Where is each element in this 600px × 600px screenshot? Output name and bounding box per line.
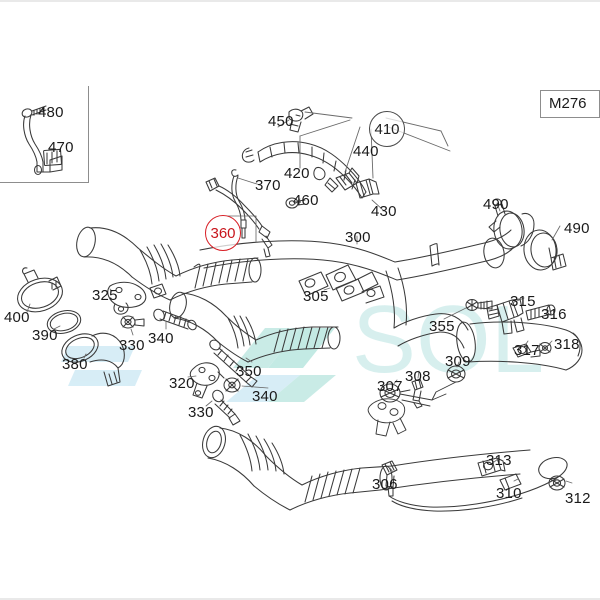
part-label-380: 380 (62, 356, 88, 373)
part-340-screw-b (217, 371, 241, 393)
part-400-clamp-ring (17, 267, 63, 313)
callout-410[interactable]: 410 (369, 111, 405, 147)
part-305-gasket (298, 264, 385, 304)
main-catalytic-converter-middle (169, 291, 341, 363)
part-316-bolt (525, 304, 556, 321)
model-label-text: M276 (549, 95, 587, 112)
part-label-318: 318 (554, 336, 580, 353)
part-label-330-a: 330 (119, 337, 145, 354)
part-label-315: 315 (510, 293, 536, 310)
part-318-nut (538, 341, 552, 355)
part-420-heat-shield (241, 141, 367, 199)
part-380-elbow-pipe (61, 332, 125, 387)
leader-lines (26, 119, 573, 484)
inset-part-470-bracket (23, 114, 63, 176)
part-label-460: 460 (293, 192, 319, 209)
part-490-clamp-a (488, 198, 535, 250)
part-label-370: 370 (255, 177, 281, 194)
upper-left-detail-box (0, 86, 89, 183)
part-315-hanger (486, 298, 525, 335)
part-label-310: 310 (496, 485, 522, 502)
part-label-390: 390 (32, 327, 58, 344)
part-label-300: 300 (345, 229, 371, 246)
part-label-309: 309 (445, 353, 471, 370)
part-490-clamp-b (523, 229, 567, 271)
main-catalytic-converter-lower (202, 425, 531, 511)
part-340-screw-a (153, 308, 197, 331)
part-label-350: 350 (236, 363, 262, 380)
part-label-490-b: 490 (564, 220, 590, 237)
inset-part-label-480: 480 (38, 104, 64, 121)
part-label-325: 325 (92, 287, 118, 304)
inset-part-480-screw (21, 105, 47, 118)
part-313-bracket (477, 457, 506, 477)
part-330-bolt-b (212, 389, 241, 426)
part-450-bracket (288, 106, 314, 133)
part-label-490-a: 490 (483, 196, 509, 213)
part-label-306: 306 (372, 476, 398, 493)
part-370-oxygen-sensor (231, 169, 247, 239)
watermark-text: SOL (352, 286, 544, 393)
part-309-grommet (446, 365, 466, 383)
part-460-nut (285, 197, 306, 209)
part-label-320: 320 (169, 375, 195, 392)
part-317-nut (512, 343, 541, 358)
part-label-313: 313 (486, 452, 512, 469)
rear-muffler-assembly (393, 313, 583, 371)
part-307-grommet (379, 383, 411, 403)
part-label-317: 317 (514, 342, 540, 359)
watermark-chevrons (61, 328, 336, 402)
inset-part-label-470: 470 (48, 139, 74, 156)
part-430-bracket (355, 178, 380, 199)
part-label-316: 316 (541, 306, 567, 323)
part-label-340-b: 340 (252, 388, 278, 405)
part-label-430: 430 (371, 203, 397, 220)
part-label-440: 440 (353, 143, 379, 160)
part-355-bolt (465, 298, 493, 312)
part-label-330-b: 330 (188, 404, 214, 421)
part-label-400: 400 (4, 309, 30, 326)
part-label-420: 420 (284, 165, 310, 182)
part-312-grommet (548, 475, 566, 491)
part-325-bracket (107, 281, 147, 315)
part-310-oxygen-sensor (381, 457, 568, 512)
part-label-340-a: 340 (148, 330, 174, 347)
part-390-gasket-ring (46, 310, 82, 334)
main-catalytic-converter-upper (76, 226, 262, 301)
part-label-307: 307 (377, 378, 403, 395)
part-label-305: 305 (303, 288, 329, 305)
part-label-312: 312 (565, 490, 591, 507)
part-label-355: 355 (429, 318, 455, 335)
part-label-308: 308 (405, 368, 431, 385)
part-label-450: 450 (268, 113, 294, 130)
part-360-oxygen-sensor (205, 177, 273, 258)
callout-360-highlighted[interactable]: 360 (205, 215, 241, 251)
part-330-bolt-a (120, 315, 145, 329)
